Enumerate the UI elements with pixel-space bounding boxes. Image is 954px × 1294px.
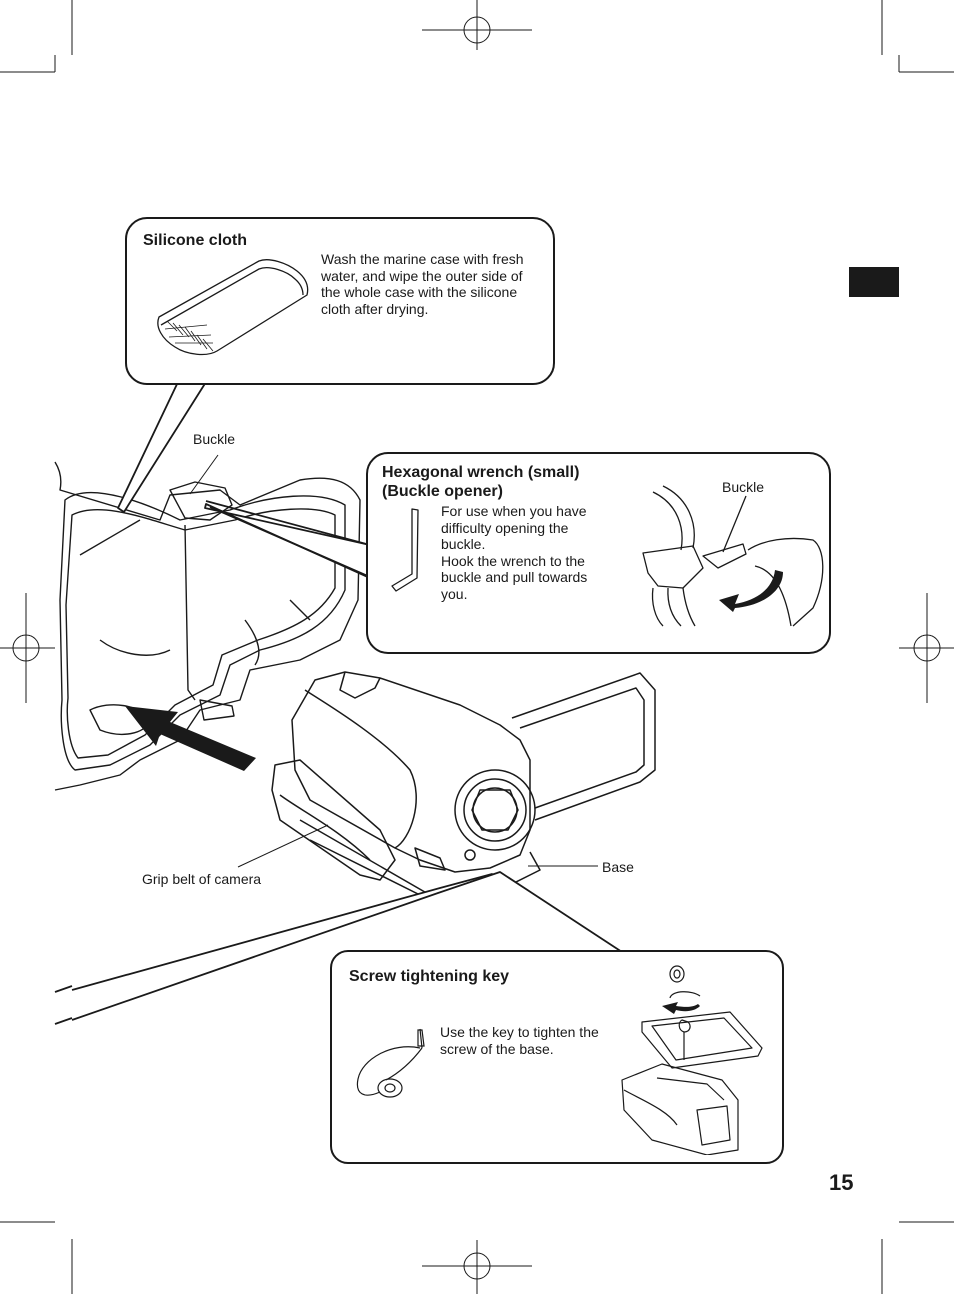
silicone-cloth-title: Silicone cloth [143, 232, 248, 249]
buckle-hand-illustration [642, 485, 824, 627]
hex-wrench-description-2: Hook the wrench to the buckle and pull t… [441, 552, 588, 602]
grip-belt-label: Grip belt of camera [142, 871, 262, 887]
base-screw-illustration [621, 965, 763, 1155]
screw-key-callout: Screw tightening key Use the key to tigh… [330, 950, 784, 1164]
camcorder-illustration [271, 671, 656, 906]
hex-wrench-icon [391, 508, 419, 592]
silicone-cloth-description: Wash the marine case with fresh water, a… [321, 251, 524, 317]
silicone-cloth-callout: Silicone cloth Wash the marine case with… [125, 217, 555, 385]
hex-wrench-callout: Hexagonal wrench (small) (Buckle opener)… [366, 452, 831, 654]
hex-wrench-description-1: For use when you have difficulty opening… [441, 503, 587, 552]
hex-wrench-buckle-label: Buckle [722, 479, 765, 495]
page-number: 15 [829, 1170, 854, 1195]
leader-lines [189, 454, 598, 868]
section-tab [849, 267, 899, 297]
base-label: Base [602, 859, 634, 875]
silicone-cloth-icon [157, 259, 309, 356]
screw-key-icon [356, 1028, 425, 1098]
insert-arrow [125, 706, 256, 771]
screw-key-description: Use the key to tighten the screw of the … [440, 1024, 599, 1057]
hex-wrench-title-line2: (Buckle opener) [382, 483, 503, 500]
buckle-label: Buckle [193, 431, 236, 447]
hex-wrench-description: For use when you have difficulty opening… [441, 503, 611, 602]
screw-key-title: Screw tightening key [349, 968, 510, 985]
hex-wrench-title-line1: Hexagonal wrench (small) [382, 464, 580, 481]
